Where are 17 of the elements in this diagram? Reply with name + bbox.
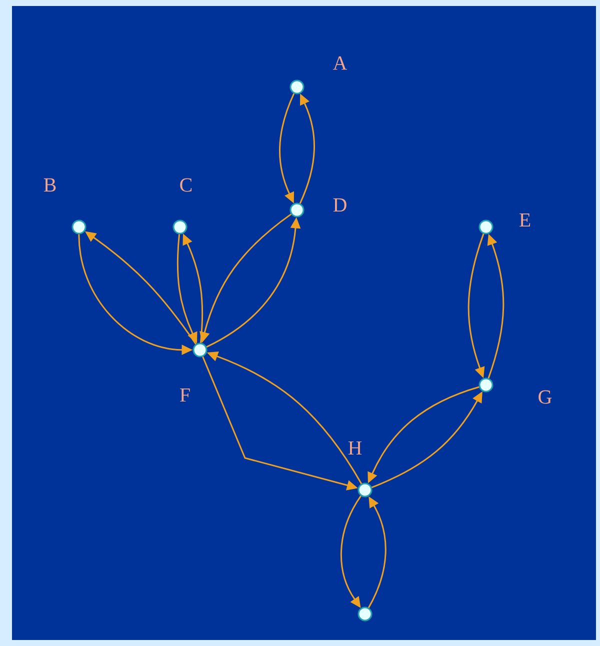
node-label: H	[348, 441, 362, 455]
graph-node	[290, 80, 304, 94]
graph-node	[192, 342, 208, 358]
node-label: D	[333, 198, 346, 212]
node-label: F	[180, 388, 190, 402]
graph-node	[478, 220, 494, 234]
node-label: E	[519, 213, 530, 227]
graph-node	[172, 220, 188, 234]
graph-node	[358, 606, 372, 622]
node-label: C	[180, 178, 192, 192]
graph-node	[478, 378, 494, 392]
node-label: B	[44, 178, 56, 192]
graph-node	[72, 220, 86, 234]
graph-node	[290, 202, 304, 218]
graph-node	[358, 482, 372, 498]
node-label: A	[332, 56, 348, 70]
node-label: G	[538, 390, 552, 404]
